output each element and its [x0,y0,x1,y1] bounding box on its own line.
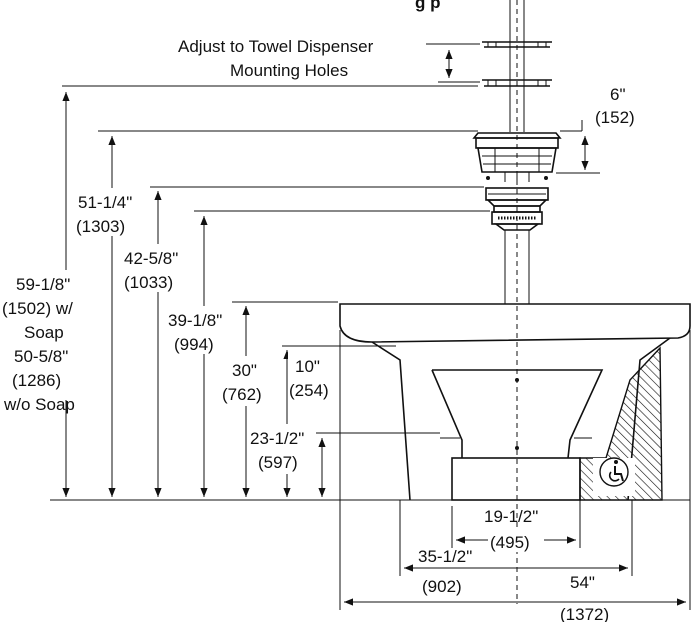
dimension-arrows [62,92,691,610]
dim-42-a: 42-5/8" [124,249,178,268]
dim-39-a: 39-1/8" [168,311,222,330]
dim-30-a: 30" [232,361,257,380]
dim-6-a: 6" [610,85,626,104]
spray-head [491,205,543,231]
dim-51-b: (1303) [76,217,125,236]
dim-59-c: Soap [24,323,64,342]
dim-51-a: 51-1/4" [78,193,132,212]
extension-lines [62,85,600,434]
dim-54-b: (1372) [560,605,609,622]
mounting-bracket-upper [482,41,552,48]
dim-59-d: 50-5/8" [14,347,68,366]
dimension-labels: 6" (152) 51-1/4" (1303) 42-5/8" (1033) 5… [0,85,635,622]
dim-39-b: (994) [174,335,214,354]
dim-19-b: (495) [490,533,530,552]
dim-59-a: 59-1/8" [16,275,70,294]
callout-towel-dispenser: Adjust to Towel Dispenser Mounting Holes [178,37,480,83]
dim-19-a: 19-1/2" [484,507,538,526]
wheelchair-accessibility-icon [599,457,629,487]
mounting-bracket-lower [482,79,552,87]
column-assembly [472,0,562,304]
dispenser-housing [472,132,562,182]
dim-10-a: 10" [295,357,320,376]
callout-line2: Mounting Holes [230,61,348,80]
dim-35-a: 35-1/2" [418,547,472,566]
dim-59-f: w/o Soap [3,395,75,414]
callout-line1: Adjust to Towel Dispenser [178,37,374,56]
dim-6-b: (152) [595,108,635,127]
dim-42-b: (1033) [124,273,173,292]
wash-basin [50,303,691,501]
dim-35-b: (902) [422,577,462,596]
dim-59-e: (1286) [12,371,61,390]
title-fragment: g p [415,0,441,12]
dim-59-b: (1502) w/ [2,299,73,318]
dim-23-a: 23-1/2" [250,429,304,448]
dim-10-b: (254) [289,381,329,400]
dim-30-b: (762) [222,385,262,404]
dim-54-a: 54" [570,573,595,592]
dim-23-b: (597) [258,453,298,472]
